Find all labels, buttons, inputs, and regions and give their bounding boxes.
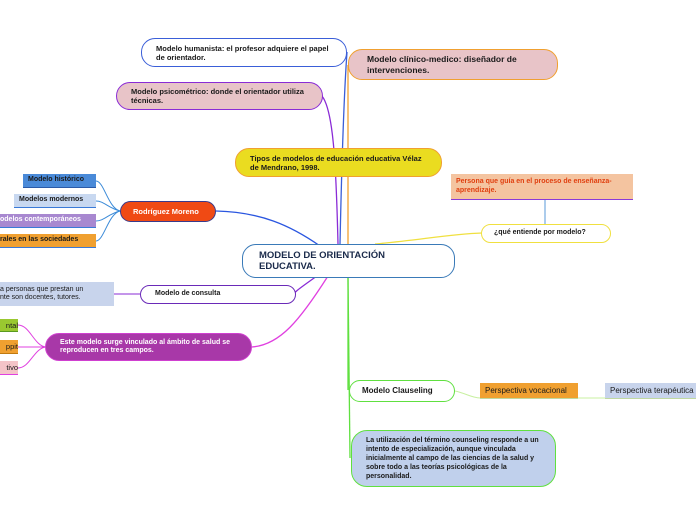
node-modelo-salud[interactable]: Este modelo surge vinculado al ámbito de… [45, 333, 252, 361]
node-campo-2[interactable]: ppit [0, 340, 18, 354]
node-perspectiva-terapeutica[interactable]: Perspectiva terapéutica [605, 383, 696, 399]
node-modelo-clauseling[interactable]: Modelo Clauseling [349, 380, 455, 402]
link-counseling [347, 277, 351, 459]
node-modelo-psicometrico[interactable]: Modelo psicométrico: donde el orientador… [116, 82, 323, 110]
node-modelos-sociedades[interactable]: rales en las sociedades [0, 234, 96, 248]
link-campo3 [17, 346, 47, 369]
node-modelo-clinico[interactable]: Modelo clínico-medico: diseñador de inte… [348, 49, 558, 80]
node-tipos-de-modelos[interactable]: Tipos de modelos de educación educativa … [235, 148, 442, 177]
link-salud [251, 275, 329, 348]
node-persona-guia[interactable]: Persona que guía en el proceso de enseña… [451, 174, 633, 200]
link-historico [95, 180, 121, 212]
node-consulta-nota[interactable]: a personas que prestan un nte son docent… [0, 282, 114, 306]
node-modelos-modernos[interactable]: Modelos modernos [14, 194, 96, 208]
node-modelo-de-consulta[interactable]: Modelo de consulta [140, 285, 296, 304]
node-rodriguez-moreno[interactable]: Rodríguez Moreno [120, 201, 216, 222]
link-rodriguez [215, 210, 321, 247]
link-vocacional [454, 390, 481, 399]
link-sociedades [95, 210, 121, 242]
node-modelo-historico[interactable]: Modelo histórico [23, 174, 96, 188]
node-counseling-descripcion[interactable]: La utilización del término counseling re… [351, 430, 556, 487]
node-que-entiende-por-modelo[interactable]: ¿qué entiende por modelo? [481, 224, 611, 243]
node-perspectiva-vocacional[interactable]: Perspectiva vocacional [480, 383, 578, 399]
node-modelos-contemporaneos[interactable]: odelos contemporáneos [0, 214, 96, 228]
link-modernos [95, 200, 121, 212]
link-humanista [339, 51, 348, 245]
link-entiende [374, 232, 483, 245]
link-campo1 [17, 324, 47, 348]
node-campo-1[interactable]: ntal [0, 319, 18, 332]
link-psicometrico [321, 95, 339, 245]
node-campo-3[interactable]: tivo [0, 361, 18, 375]
central-topic[interactable]: MODELO DE ORIENTACIÓN EDUCATIVA. [242, 244, 455, 278]
node-modelo-humanista[interactable]: Modelo humanista: el profesor adquiere e… [141, 38, 347, 67]
